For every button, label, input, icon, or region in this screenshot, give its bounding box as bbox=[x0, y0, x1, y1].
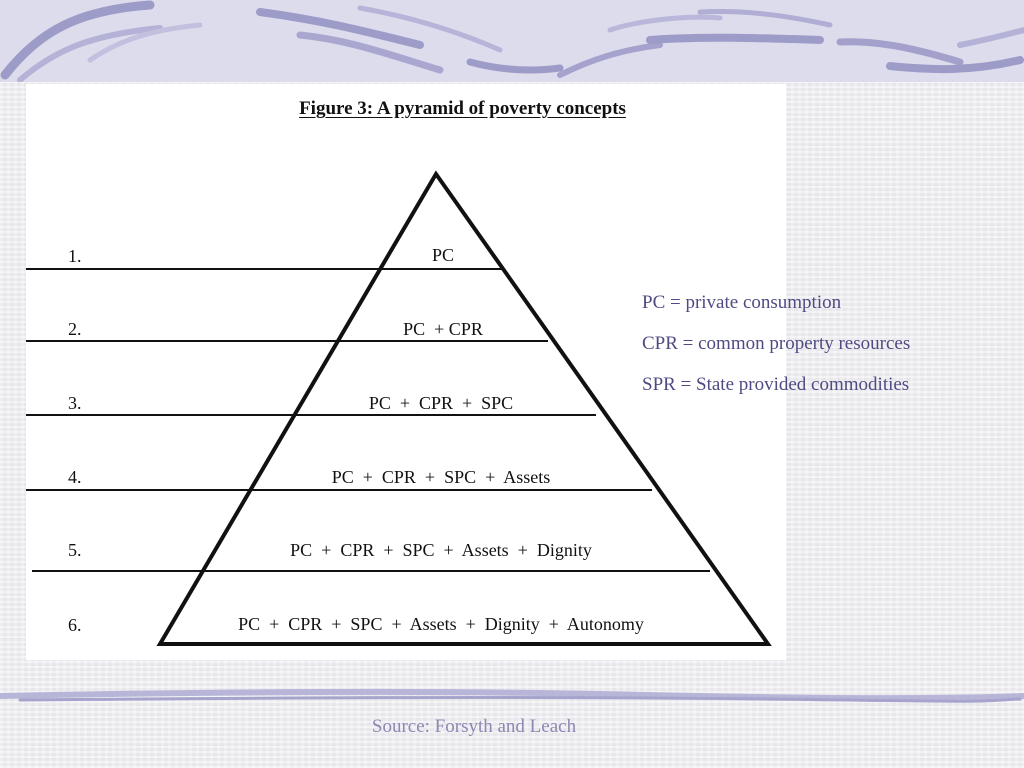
legend-cpr: CPR = common property resources bbox=[642, 333, 911, 354]
row-number: 3. bbox=[68, 393, 82, 413]
row-number: 1. bbox=[68, 246, 82, 266]
row-number: 6. bbox=[68, 615, 82, 635]
row-number: 2. bbox=[68, 319, 82, 339]
decorative-top-banner bbox=[0, 0, 1024, 82]
pyramid-outline bbox=[156, 170, 772, 646]
row-number: 4. bbox=[68, 467, 82, 487]
figure-panel: Figure 3: A pyramid of poverty concepts … bbox=[26, 84, 786, 660]
pyramid-level-1-label: PC bbox=[431, 245, 455, 265]
legend-pc: PC = private consumption bbox=[642, 292, 842, 313]
brush-stroke-decoration bbox=[0, 0, 1024, 82]
pyramid-level-5-label: PC + CPR + SPC + Assets + Dignity bbox=[290, 540, 592, 560]
pyramid-level-2-label: PC + CPR bbox=[403, 319, 483, 339]
pyramid-diagram bbox=[26, 170, 772, 646]
pyramid-level-4-label: PC + CPR + SPC + Assets bbox=[331, 467, 551, 487]
abbreviation-legend: PC = private consumption CPR = common pr… bbox=[642, 282, 910, 405]
row-number: 5. bbox=[68, 540, 82, 560]
pyramid-level-3-label: PC + CPR + SPC bbox=[368, 393, 514, 413]
pyramid-level-6-label: PC + CPR + SPC + Assets + Dignity + Auto… bbox=[238, 614, 644, 634]
decorative-bottom-stroke bbox=[0, 688, 1024, 703]
source-caption: Source: Forsyth and Leach bbox=[371, 716, 577, 737]
legend-spr: SPR = State provided commodities bbox=[642, 374, 910, 395]
figure-title: Figure 3: A pyramid of poverty concepts bbox=[299, 98, 626, 119]
